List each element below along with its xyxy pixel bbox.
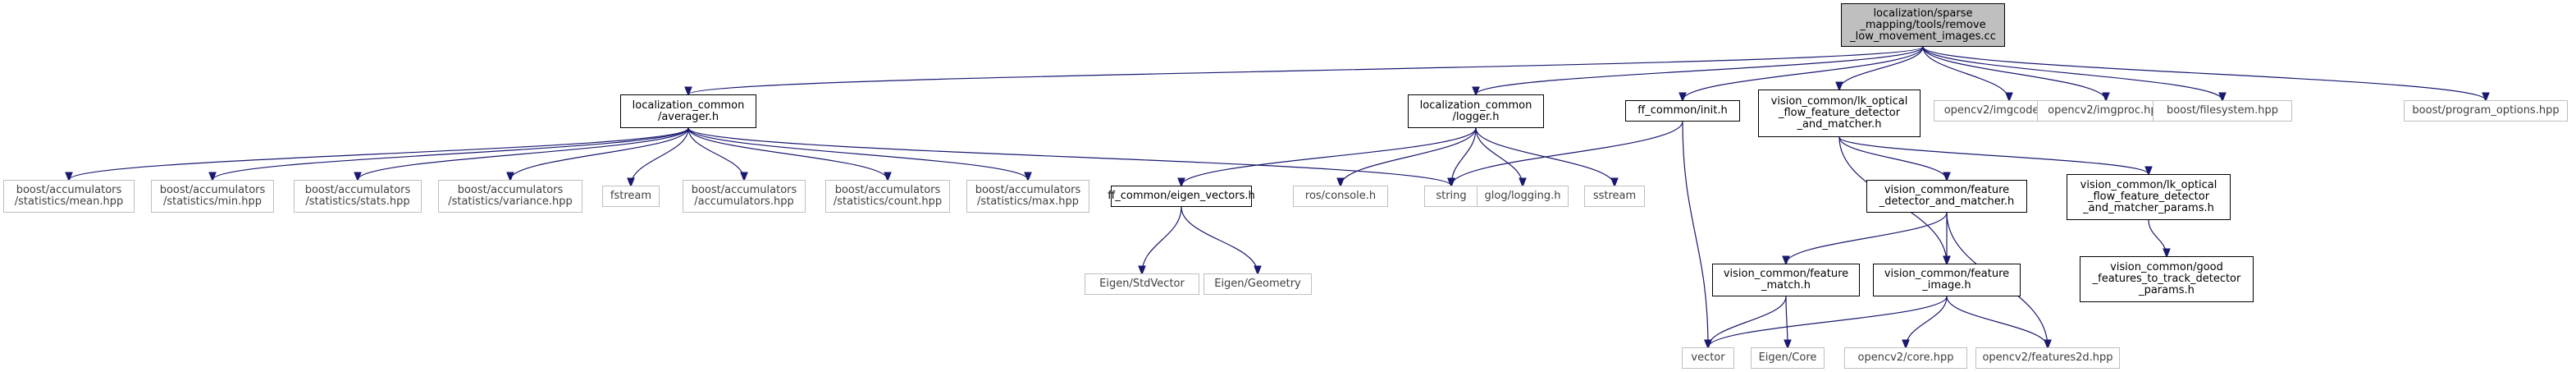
edge-averager-to-fstream bbox=[631, 127, 689, 186]
edge-lk-params-to-good-features bbox=[2148, 219, 2167, 256]
edge-logger-to-ros-console bbox=[1341, 127, 1477, 186]
node-logger[interactable]: localization_common /logger.h bbox=[1408, 94, 1544, 128]
node-stdvector: Eigen/StdVector bbox=[1085, 273, 1199, 295]
edge-averager-to-stats bbox=[358, 127, 689, 180]
node-geometry: Eigen/Geometry bbox=[1204, 273, 1312, 295]
node-eigen-vectors[interactable]: ff_common/eigen_vectors.h bbox=[1108, 186, 1255, 207]
node-accumulators: boost/accumulators /accumulators.hpp bbox=[683, 180, 806, 213]
edge-averager-to-max bbox=[687, 127, 1028, 180]
node-filesystem: boost/filesystem.hpp bbox=[2153, 100, 2292, 122]
node-fdm[interactable]: vision_common/feature _detector_and_matc… bbox=[1866, 180, 2027, 213]
edge-feature-image-to-vector bbox=[1708, 296, 1948, 347]
edge-eigen-vectors-to-geometry bbox=[1181, 206, 1258, 273]
edge-init-to-vector bbox=[1682, 121, 1708, 347]
node-lk-fm[interactable]: vision_common/lk_optical _flow_feature_d… bbox=[1758, 90, 1921, 137]
edge-averager-to-count bbox=[687, 127, 888, 180]
node-ros-console: ros/console.h bbox=[1293, 186, 1388, 207]
edge-lk-fm-to-fdm bbox=[1838, 136, 1947, 180]
node-variance: boost/accumulators /statistics/variance.… bbox=[438, 180, 582, 213]
node-feature-match[interactable]: vision_common/feature _match.h bbox=[1712, 264, 1860, 296]
node-eigen-core: Eigen/Core bbox=[1751, 347, 1825, 369]
node-program-options: boost/program_options.hpp bbox=[2404, 100, 2568, 122]
edge-root-to-init bbox=[1683, 46, 1924, 100]
node-features2d: opencv2/features2d.hpp bbox=[1975, 347, 2120, 369]
node-feature-image[interactable]: vision_common/feature _image.h bbox=[1873, 264, 2021, 296]
node-max: boost/accumulators /statistics/max.hpp bbox=[966, 180, 1089, 213]
edge-fdm-to-feature-match bbox=[1786, 212, 1948, 264]
edge-averager-to-variance bbox=[510, 127, 689, 180]
node-stats: boost/accumulators /statistics/stats.hpp bbox=[294, 180, 422, 213]
edge-feature-image-to-cv-core bbox=[1906, 296, 1948, 347]
node-fstream: fstream bbox=[602, 186, 660, 207]
node-string: string bbox=[1424, 186, 1478, 207]
edge-feature-match-to-eigen-core bbox=[1786, 296, 1788, 347]
node-lk-params[interactable]: vision_common/lk_optical _flow_feature_d… bbox=[2067, 174, 2231, 220]
edge-root-to-lk-fm bbox=[1839, 46, 1924, 90]
edge-root-to-imgproc bbox=[1922, 46, 2106, 100]
node-mean: boost/accumulators /statistics/mean.hpp bbox=[3, 180, 135, 213]
edge-root-to-imgcodecs bbox=[1922, 46, 2009, 100]
node-vector: vector bbox=[1682, 347, 1734, 369]
node-imgproc: opencv2/imgproc.hpp bbox=[2037, 100, 2175, 122]
node-sstream: sstream bbox=[1584, 186, 1645, 207]
node-count: boost/accumulators /statistics/count.hpp bbox=[825, 180, 950, 213]
edge-root-to-filesystem bbox=[1922, 46, 2222, 100]
node-glog: glog/logging.h bbox=[1477, 186, 1569, 207]
edge-root-to-averager bbox=[688, 46, 1924, 94]
node-averager[interactable]: localization_common /averager.h bbox=[620, 94, 756, 128]
node-root[interactable]: localization/sparse _mapping/tools/remov… bbox=[1841, 3, 2005, 47]
edge-averager-to-accumulators bbox=[687, 127, 744, 180]
edge-eigen-vectors-to-stdvector bbox=[1142, 206, 1182, 273]
edge-feature-match-to-vector bbox=[1708, 296, 1787, 347]
edge-root-to-program-options bbox=[1922, 46, 2486, 100]
edge-averager-to-min bbox=[212, 127, 689, 180]
edge-averager-to-string bbox=[687, 127, 1451, 186]
node-cv-core: opencv2/core.hpp bbox=[1844, 347, 1967, 369]
edge-logger-to-eigen-vectors bbox=[1181, 127, 1477, 186]
edge-feature-image-to-features2d bbox=[1946, 296, 2048, 347]
edge-logger-to-glog bbox=[1475, 127, 1523, 186]
node-min: boost/accumulators /statistics/min.hpp bbox=[151, 180, 274, 213]
node-good-features[interactable]: vision_common/good _features_to_track_de… bbox=[2080, 256, 2254, 302]
edge-root-to-logger bbox=[1476, 46, 1924, 94]
edge-lk-fm-to-lk-params bbox=[1838, 136, 2149, 174]
node-init[interactable]: ff_common/init.h bbox=[1625, 100, 1740, 122]
edge-averager-to-mean bbox=[69, 127, 689, 180]
edge-init-to-string bbox=[1451, 121, 1683, 186]
